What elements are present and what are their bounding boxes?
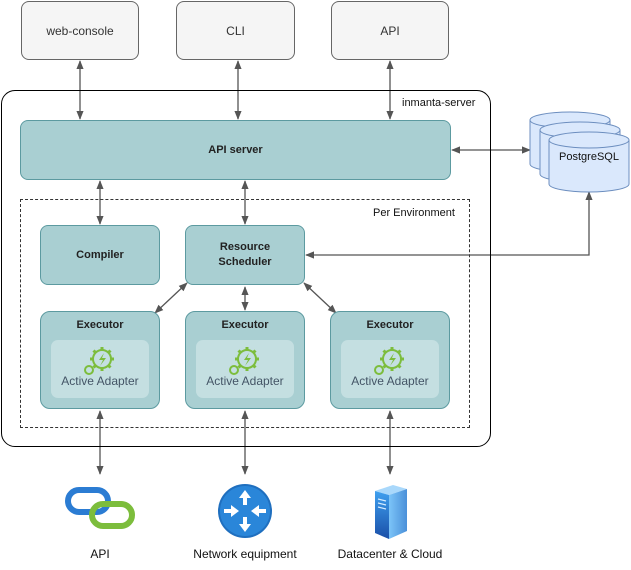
active-adapter-label-3: Active Adapter — [351, 374, 429, 388]
executor-box-1: Executor Active Adapter — [40, 311, 160, 409]
gear-icon — [374, 347, 404, 375]
gear-icon — [229, 347, 259, 375]
active-adapter-box-3: Active Adapter — [341, 340, 439, 398]
executor-box-2: Executor Active Adapter — [185, 311, 305, 409]
target-network-label: Network equipment — [193, 547, 297, 561]
compiler-label: Compiler — [76, 249, 124, 261]
web-console-box: web-console — [21, 1, 139, 60]
active-adapter-label-2: Active Adapter — [206, 374, 284, 388]
gear-icon — [84, 347, 114, 375]
active-adapter-box-2: Active Adapter — [196, 340, 294, 398]
compiler-box: Compiler — [40, 225, 160, 285]
active-adapter-box-1: Active Adapter — [51, 340, 149, 398]
arrow-scheduler-postgres — [305, 191, 593, 259]
executor-title-3: Executor — [366, 319, 414, 331]
api-server-label: API server — [208, 144, 263, 156]
arrow-scheduler-executor-1 — [154, 282, 188, 314]
server-tower-icon — [375, 485, 407, 539]
executor-box-3: Executor Active Adapter — [330, 311, 450, 409]
cli-label: CLI — [226, 23, 245, 38]
arrow-scheduler-executor-3 — [303, 282, 337, 314]
api-client-box: API — [331, 1, 449, 60]
network-router-icon — [218, 484, 272, 538]
cli-box: CLI — [176, 1, 295, 60]
per-environment-label: Per Environment — [373, 207, 455, 219]
api-client-label: API — [380, 23, 400, 38]
postgresql-label: PostgreSQL — [559, 151, 619, 163]
executor-title-1: Executor — [76, 319, 124, 331]
postgresql-database-icon — [529, 111, 630, 193]
resource-scheduler-label-line1: Resource — [219, 241, 271, 253]
target-datacenter-label: Datacenter & Cloud — [337, 547, 443, 561]
resource-scheduler-box: Resource Scheduler — [185, 225, 305, 285]
target-api-label: API — [90, 547, 110, 561]
active-adapter-label-1: Active Adapter — [61, 374, 139, 388]
web-console-label: web-console — [46, 23, 114, 38]
chain-link-icon — [65, 487, 135, 529]
per-environment-frame — [20, 199, 470, 428]
resource-scheduler-label-line2: Scheduler — [218, 256, 272, 268]
executor-title-2: Executor — [221, 319, 269, 331]
api-server-box: API server — [20, 120, 451, 180]
inmanta-server-label: inmanta-server — [402, 97, 476, 109]
inmanta-server-frame — [1, 90, 491, 447]
